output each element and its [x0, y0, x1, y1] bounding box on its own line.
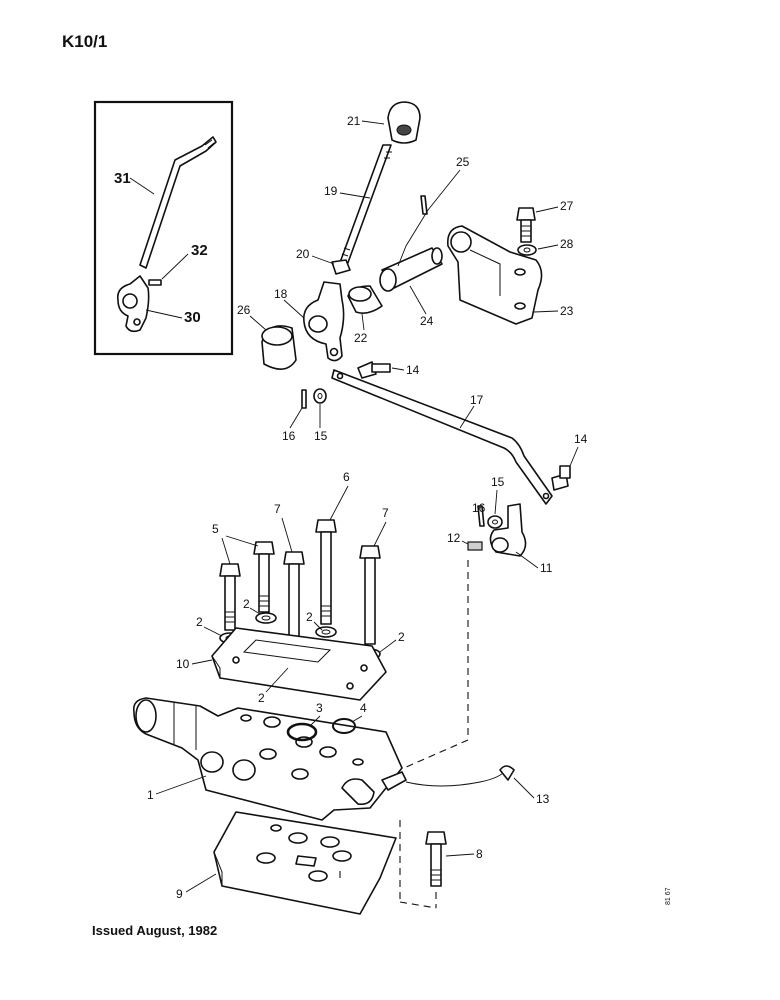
- bolt-7-right: [359, 545, 381, 645]
- inset-panel: [93, 100, 234, 356]
- callout-2-b: 2: [196, 615, 203, 629]
- knob-21: [387, 101, 421, 144]
- washer-15-upper: [313, 388, 327, 404]
- split-pin-16-upper: [301, 389, 307, 409]
- grub-screw-12: [467, 541, 483, 551]
- callout-2-e: 2: [258, 691, 265, 705]
- bush-26: [261, 325, 297, 370]
- callout-25: 25: [456, 155, 470, 169]
- callout-2-c: 2: [306, 610, 313, 624]
- callout-3: 3: [316, 701, 323, 715]
- callout-32: 32: [191, 242, 208, 259]
- inset-callouts: 31 32 30: [114, 170, 208, 326]
- nut-20: [331, 259, 351, 275]
- clevis-11: [489, 503, 527, 557]
- callouts: 21 19 20 18 26 22 24 25 23 27 28 14 17 1…: [147, 114, 588, 901]
- callout-4: 4: [360, 701, 367, 715]
- callout-10: 10: [176, 657, 190, 671]
- callout-7-left: 7: [274, 502, 281, 516]
- callout-18: 18: [274, 287, 288, 301]
- callout-8: 8: [476, 847, 483, 861]
- callout-30: 30: [184, 309, 201, 326]
- lever-arm-18: [302, 281, 345, 362]
- valve-body-1: [132, 697, 407, 821]
- callout-28: 28: [560, 237, 574, 251]
- pivot-pin-24: [379, 247, 443, 292]
- callout-27: 27: [560, 199, 574, 213]
- washer-15-lower: [487, 515, 503, 529]
- callout-26: 26: [237, 303, 251, 317]
- dashed-guides: [339, 560, 469, 909]
- issue-date-note: Issued August, 1982: [92, 923, 218, 938]
- page-title: K10/1: [62, 32, 108, 51]
- bolt-5-right: [253, 541, 275, 613]
- callout-6: 6: [343, 470, 350, 484]
- callout-2-d: 2: [398, 630, 405, 644]
- rod-19: [337, 144, 392, 269]
- bolt-27: [516, 207, 536, 243]
- base-plate-9: [213, 811, 397, 915]
- bolt-14-lower: [551, 465, 571, 491]
- link-rod-17: [331, 369, 553, 505]
- callout-19: 19: [324, 184, 338, 198]
- callout-14-lower: 14: [574, 432, 588, 446]
- bolt-5-left: [219, 563, 241, 631]
- callout-20: 20: [296, 247, 310, 261]
- callout-13: 13: [536, 792, 550, 806]
- callout-16-upper: 16: [282, 429, 296, 443]
- callout-31: 31: [114, 170, 131, 187]
- callout-5: 5: [212, 522, 219, 536]
- callout-9: 9: [176, 887, 183, 901]
- bolt-8: [425, 831, 447, 887]
- seals-3-4: [286, 718, 356, 742]
- callout-2-a: 2: [243, 597, 250, 611]
- split-pin-16-lower: [477, 505, 485, 527]
- cable-13: [405, 765, 515, 787]
- callout-1: 1: [147, 788, 154, 802]
- callout-17: 17: [470, 393, 484, 407]
- callout-7-right: 7: [382, 506, 389, 520]
- bolt-6: [315, 519, 337, 625]
- callout-21: 21: [347, 114, 361, 128]
- callout-23: 23: [560, 304, 574, 318]
- callout-14-upper: 14: [406, 363, 420, 377]
- figure-code: 81 67: [665, 887, 672, 905]
- callout-11: 11: [540, 561, 553, 575]
- callout-22: 22: [354, 331, 368, 345]
- washer-28: [517, 244, 537, 256]
- callout-15-lower: 15: [491, 475, 505, 489]
- callout-12: 12: [447, 531, 461, 545]
- callout-24: 24: [420, 314, 434, 328]
- split-pin-25: [420, 195, 428, 215]
- bracket-23: [446, 225, 543, 325]
- bush-22: [347, 285, 383, 314]
- cover-plate-10: [211, 627, 387, 701]
- callout-15-upper: 15: [314, 429, 328, 443]
- bolt-14-upper: [357, 361, 391, 379]
